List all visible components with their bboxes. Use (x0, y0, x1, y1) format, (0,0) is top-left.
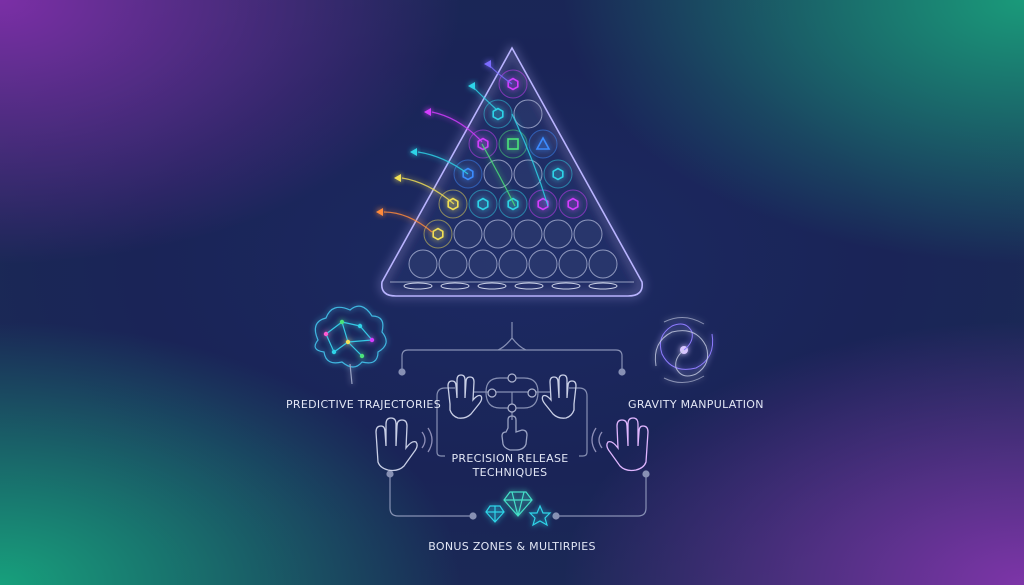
trajectory-arrow (481, 143, 516, 207)
peg-cell (468, 249, 498, 279)
peg-cell (453, 219, 483, 249)
glowing-ball (552, 167, 564, 181)
trajectory-arrow (473, 87, 498, 111)
trajectory-arrow (431, 111, 483, 143)
node-right-top (618, 368, 626, 376)
glowing-ball (447, 197, 459, 211)
hand-icon (375, 374, 649, 472)
peg-cell (498, 189, 528, 219)
connector-top-fork (497, 322, 527, 351)
peg-cell (483, 219, 513, 249)
arrow-head (376, 208, 383, 216)
connector-inner-bottom-left (436, 450, 445, 457)
label-predictive-trajectories: PREDICTIVE TRAJECTORIES (286, 398, 441, 411)
trajectory-arrow (401, 177, 455, 205)
label-bonus-zones: BONUS ZONES & MULTIRPIES (428, 540, 596, 553)
peg-cell (468, 189, 498, 219)
node-bottom-left (386, 470, 394, 478)
connector-inner-right (569, 387, 588, 450)
hub-node-bottom (507, 403, 517, 413)
pyramid-slot (440, 282, 470, 290)
peg-cell (498, 249, 528, 279)
gem-star-icon (485, 491, 552, 527)
hub-node-right (527, 388, 537, 398)
glowing-ball (507, 138, 519, 150)
connector-inner-left (436, 387, 455, 450)
pyramid-slot (514, 282, 544, 290)
trajectory-arrow (489, 65, 513, 85)
connector-top-bar (401, 349, 623, 370)
arrow-head (484, 60, 491, 68)
glowing-ball (477, 137, 489, 151)
peg-cell (528, 129, 558, 159)
glowing-ball (535, 136, 551, 150)
hub-node-left (487, 388, 497, 398)
arrow-head (410, 148, 417, 156)
peg-cell (498, 129, 528, 159)
connector-outer-right (556, 474, 647, 517)
glowing-ball (492, 107, 504, 121)
label-precision-release: PRECISION RELEASE TECHNIQUES (451, 452, 569, 479)
glowing-ball (462, 167, 474, 181)
arrow-head (468, 82, 475, 90)
node-bottom-right (642, 470, 650, 478)
peg-cell (513, 99, 543, 129)
pyramid-slot (477, 282, 507, 290)
peg-cell (573, 219, 603, 249)
pyramid-slot (403, 282, 433, 290)
connector-inner-bottom-right (579, 450, 588, 457)
peg-cell (558, 249, 588, 279)
glowing-ball (537, 197, 549, 211)
peg-cell (528, 249, 558, 279)
peg-cell (543, 159, 573, 189)
peg-cell (468, 129, 498, 159)
node-left-top (398, 368, 406, 376)
peg-cell (558, 189, 588, 219)
pyramid-slot (588, 282, 618, 290)
arrow-head (394, 174, 401, 182)
peg-cell (438, 249, 468, 279)
hub-node-top (507, 373, 517, 383)
galaxy-spiral-icon (654, 317, 714, 383)
peg-cell (543, 219, 573, 249)
peg-cell (423, 219, 453, 249)
glowing-ball (507, 197, 519, 211)
peg-cell (408, 249, 438, 279)
trajectory-arrow (417, 151, 469, 175)
trajectory-arrow (383, 211, 433, 233)
brain-network-icon (314, 305, 387, 385)
peg-cell (513, 219, 543, 249)
glowing-ball (432, 227, 444, 241)
glowing-ball (477, 197, 489, 211)
peg-cell (498, 69, 528, 99)
node-bonus-left (469, 512, 477, 520)
label-gravity-manipulation: GRAVITY MANPULATION (628, 398, 764, 411)
connector-outer-left (389, 474, 470, 517)
trajectory-arrow (511, 113, 549, 207)
glowing-ball (567, 197, 579, 211)
arrow-head (424, 108, 431, 116)
peg-cell (588, 249, 618, 279)
node-bonus-right (552, 512, 560, 520)
pyramid-slot (551, 282, 581, 290)
